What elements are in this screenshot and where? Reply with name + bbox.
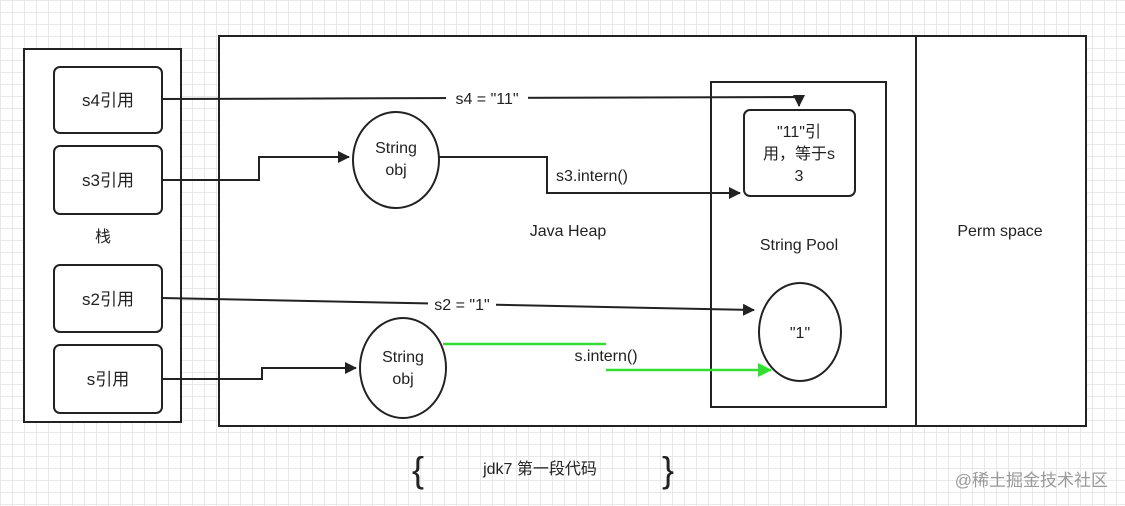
edge-s3-intern-label: s3.intern() xyxy=(556,168,628,185)
string-obj-bottom xyxy=(359,317,447,419)
caption-text: jdk7 第一段代码 xyxy=(482,460,597,478)
pool-entry-11-line1: "11"引 xyxy=(777,123,821,141)
string-obj-top-line2: obj xyxy=(385,162,406,179)
perm-space-label: Perm space xyxy=(957,223,1042,240)
s4-ref-label: s4引用 xyxy=(82,91,134,110)
edge-s2-label-bg xyxy=(428,294,496,314)
edge-s2-label: s2 = "1" xyxy=(434,297,489,314)
perm-space-region xyxy=(915,35,1087,427)
pool-entry-11 xyxy=(743,109,856,197)
edge-s4-label: s4 = "11" xyxy=(455,91,518,108)
stack-label: 栈 xyxy=(95,228,111,246)
string-pool-label: String Pool xyxy=(760,237,838,254)
string-obj-top-line1: String xyxy=(375,140,417,157)
pool-entry-1-label: "1" xyxy=(790,325,810,342)
s3-ref-label: s3引用 xyxy=(82,171,134,190)
edge-obj-to-pool-11 xyxy=(439,156,741,199)
string-obj-bottom-line2: obj xyxy=(392,371,413,388)
edge-s-intern-label: s.intern() xyxy=(574,348,637,365)
edge-s4-label-bg xyxy=(446,88,528,108)
s4-ref-box xyxy=(53,66,163,134)
watermark: @稀土掘金技术社区 xyxy=(955,471,1108,490)
caption-right-brace: } xyxy=(662,449,674,490)
string-obj-bottom-line1: String xyxy=(382,349,424,366)
edge-s-to-obj xyxy=(162,362,357,380)
caption-left-brace: { xyxy=(412,449,424,490)
java-heap-label: Java Heap xyxy=(530,223,607,240)
s2-ref-label: s2引用 xyxy=(82,290,134,309)
s-ref-label: s引用 xyxy=(87,370,130,389)
pool-entry-1 xyxy=(758,282,842,382)
pool-entry-11-line3: 3 xyxy=(795,168,804,185)
edge-s3-to-obj xyxy=(162,151,350,181)
string-obj-top xyxy=(352,111,440,209)
pool-entry-11-line2: 用，等于s xyxy=(763,145,835,163)
edge-s4-to-pool xyxy=(161,95,805,107)
